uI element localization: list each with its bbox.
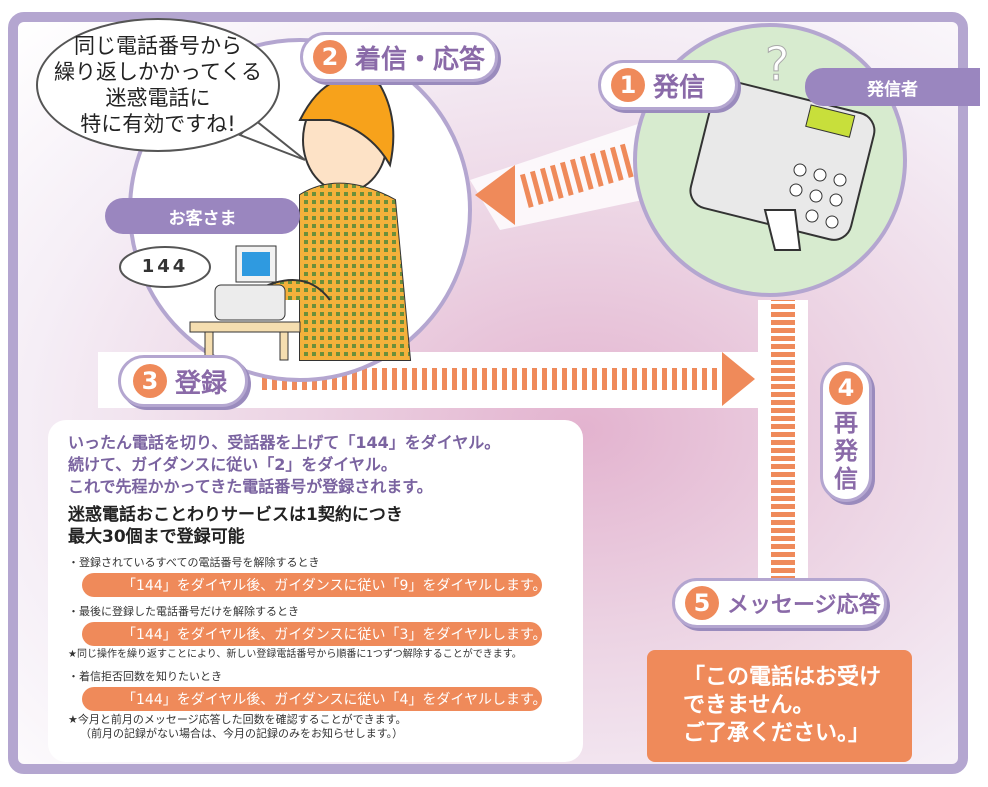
question-mark-icon: ?: [765, 37, 789, 91]
item-3-note-2: （前月の記録がない場合は、今月の記録のみをお知らせします。）: [80, 727, 404, 740]
step-4-pill: 4 再発信: [820, 362, 872, 502]
item-1-label: ・登録されているすべての電話番号を解除するとき: [68, 556, 320, 569]
step-5-label: メッセージ応答: [727, 593, 881, 618]
step-3-pill: 3 登録: [118, 355, 248, 407]
step-1-number: 1: [611, 68, 645, 102]
step-2-label: 着信・応答: [355, 44, 486, 75]
note-line-3: これで先程かかってきた電話番号が登録されます。: [68, 477, 433, 496]
caller-tag: 発信者: [805, 68, 980, 106]
step-1-label: 発信: [653, 72, 706, 103]
incoming-call-arrow: [475, 143, 634, 225]
dial-bubble-text: 144: [141, 256, 189, 277]
item-1-instruction: 「144」をダイヤル後、ガイダンスに従い「9」をダイヤルします。: [82, 573, 547, 597]
step-4-number: 4: [829, 371, 863, 405]
step-2-number: 2: [313, 40, 347, 74]
item-2-note: ★同じ操作を繰り返すことにより、新しい登録電話番号から順番に1つずつ解除すること…: [68, 649, 522, 660]
item-2-label: ・最後に登録した電話番号だけを解除するとき: [68, 605, 299, 618]
item-3-note-1: ★今月と前月のメッセージ応答した回数を確認することができます。: [68, 713, 407, 726]
dial-bubble-shape: [119, 246, 211, 288]
note-sub-1: 迷惑電話おことわりサービスは1契約につき: [68, 505, 403, 525]
speech-bubble: 同じ電話番号から 繰り返しかかってくる 迷惑電話に 特に有効ですね!: [36, 18, 280, 152]
customer-desk-illustration: [189, 245, 301, 361]
step-4-label: 再発信: [834, 409, 858, 493]
note-line-2: 続けて、ガイダンスに従い「2」をダイヤル。: [68, 455, 397, 474]
step-5-pill: 5 メッセージ応答: [672, 578, 887, 628]
item-3-label: ・着信拒否回数を知りたいとき: [68, 670, 222, 683]
step-5-number: 5: [685, 586, 719, 620]
step-3-number: 3: [133, 364, 167, 398]
customer-person-illustration: [239, 76, 412, 361]
step-1-pill: 1 発信: [598, 60, 738, 110]
note-sub-2: 最大30個まで登録可能: [68, 527, 245, 547]
instructions-panel: いったん電話を切り、受話器を上げて「144」をダイヤル。 続けて、ガイダンスに従…: [48, 420, 583, 762]
caller-phone-illustration: ?: [689, 37, 876, 251]
customer-tag: お客さま: [105, 198, 300, 234]
rejection-message-box: 「この電話はお受け できません。 ご了承ください。」: [647, 650, 912, 762]
step-2-pill: 2 着信・応答: [300, 32, 498, 82]
note-line-1: いったん電話を切り、受話器を上げて「144」をダイヤル。: [68, 433, 501, 452]
item-2-instruction: 「144」をダイヤル後、ガイダンスに従い「3」をダイヤルします。: [82, 622, 547, 646]
redial-stripe: [771, 300, 795, 600]
item-3-instruction: 「144」をダイヤル後、ガイダンスに従い「4」をダイヤルします。: [82, 687, 547, 711]
step-3-label: 登録: [175, 368, 228, 399]
